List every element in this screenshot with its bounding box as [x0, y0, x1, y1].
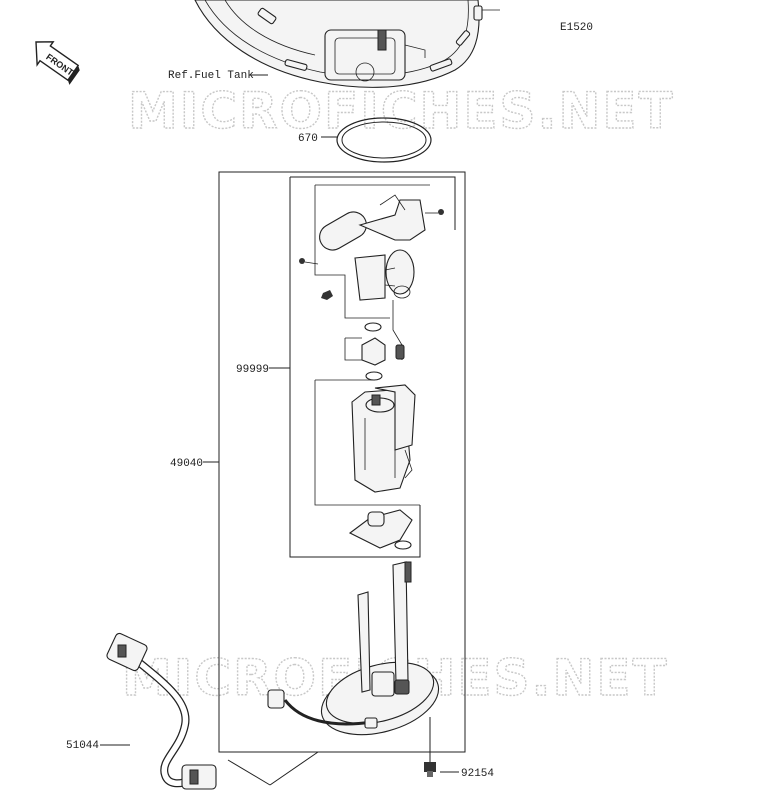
diagram-code: E1520 [560, 22, 593, 34]
fuel-tank [194, 0, 500, 88]
label-670: 670 [298, 133, 318, 145]
o-ring-lower [365, 371, 383, 381]
gasket-ring [336, 117, 432, 163]
watermark-top: MICROFICHES.NET [128, 82, 675, 140]
bolt-icon [424, 762, 436, 777]
nut-icon [321, 290, 333, 300]
label-49040: 49040 [170, 458, 203, 470]
wire-harness [106, 632, 378, 790]
screw-icon [299, 258, 305, 264]
fuel-pump [351, 384, 416, 493]
o-ring-upper [364, 322, 382, 332]
pressure-regulator [354, 249, 415, 360]
label-51044: 51044 [66, 740, 99, 752]
filter-cap [344, 337, 405, 366]
ref-fuel-tank-label: Ref.Fuel Tank [168, 70, 254, 82]
label-92154: 92154 [461, 768, 494, 780]
front-arrow-icon: FRONT [35, 41, 80, 85]
fuel-strainer [348, 509, 413, 550]
fuel-level-sender [319, 194, 444, 251]
pump-flange [320, 561, 440, 736]
label-99999: 99999 [236, 364, 269, 376]
